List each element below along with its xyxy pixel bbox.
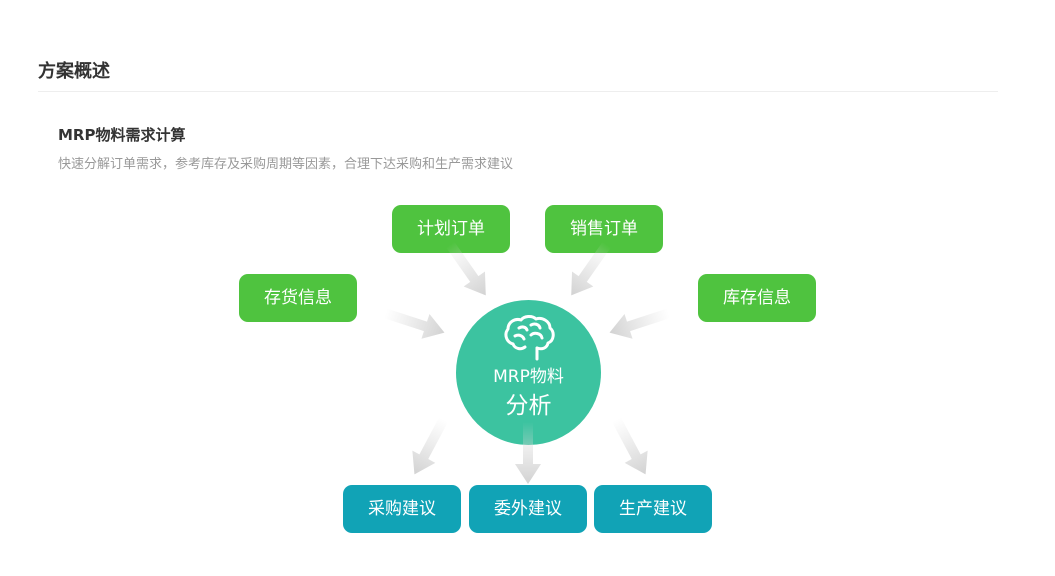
section-divider	[38, 91, 998, 92]
node-production-suggestion: 生产建议	[594, 485, 712, 533]
arrow-hub-to-purchase	[412, 417, 448, 475]
node-outsource-suggestion: 委外建议	[469, 485, 587, 533]
mrp-analysis-hub: MRP物料 分析	[456, 300, 601, 445]
node-inventory-item-info: 存货信息	[239, 274, 357, 322]
section-title: 方案概述	[38, 61, 110, 82]
hub-label-line1: MRP物料	[493, 367, 564, 387]
node-stock-info: 库存信息	[698, 274, 816, 322]
arrow-sales-to-hub	[571, 241, 611, 296]
hub-label-line2: 分析	[505, 393, 552, 419]
arrow-stock-info-to-hub	[609, 308, 671, 339]
node-purchase-suggestion: 采购建议	[343, 485, 461, 533]
feature-description: 快速分解订单需求，参考库存及采购周期等因素，合理下达采购和生产需求建议	[58, 157, 514, 172]
brain-icon	[504, 315, 555, 361]
arrow-plan-to-hub	[446, 241, 486, 296]
arrow-hub-to-outsource	[515, 422, 541, 484]
arrow-item-info-to-hub	[383, 308, 445, 339]
feature-title: MRP物料需求计算	[58, 126, 186, 144]
arrow-hub-to-production	[612, 417, 648, 475]
